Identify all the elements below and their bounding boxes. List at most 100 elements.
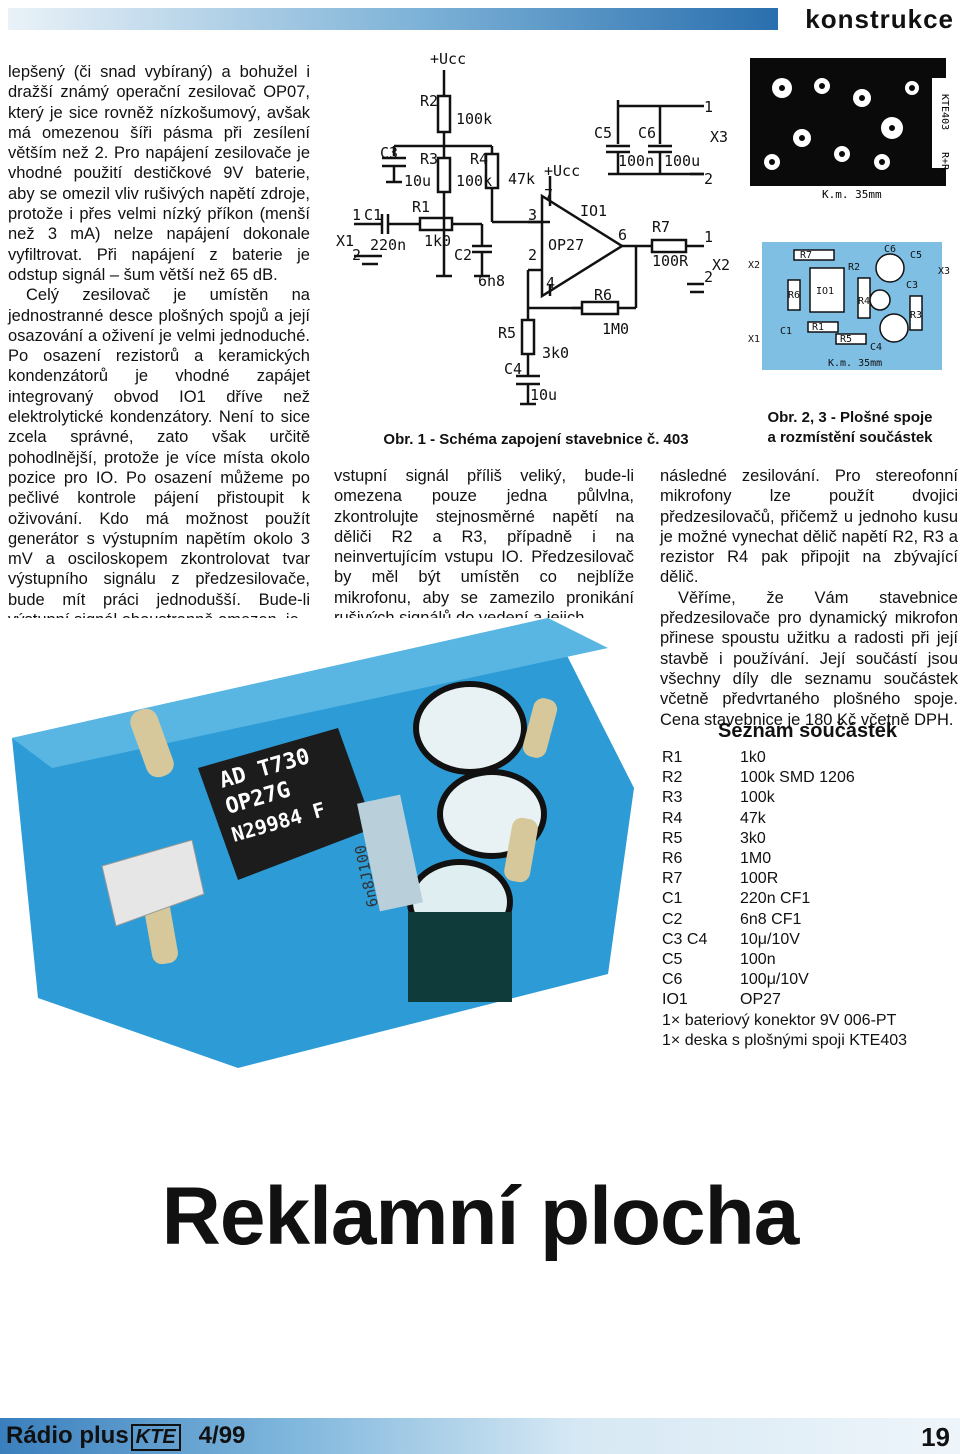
- pcb-label: X2: [748, 260, 760, 271]
- pcb-label: C1: [780, 326, 792, 337]
- header-bar: [8, 8, 778, 30]
- schematic-label: 100k: [456, 110, 492, 128]
- part-value: 100μ/10V: [740, 971, 809, 989]
- pcb-label: KTE403: [939, 94, 950, 130]
- schematic-label: 10u: [530, 386, 557, 404]
- schematic-label: 2: [704, 268, 713, 286]
- schematic-label: X3: [710, 128, 728, 146]
- schematic-label: 3: [528, 206, 537, 224]
- schematic-label: C2: [454, 246, 472, 264]
- kte-logo: KTE: [130, 1424, 181, 1451]
- schematic-label: 2: [352, 246, 361, 264]
- part-value: 10μ/10V: [740, 930, 800, 948]
- part-ref: R4: [662, 809, 683, 827]
- part-value: 1k0: [740, 749, 766, 766]
- pcb-label: R2: [848, 262, 860, 273]
- advert-placeholder: Reklamní plocha: [161, 1171, 800, 1262]
- schematic-label: C4: [504, 360, 522, 378]
- schematic-label: R4: [470, 150, 488, 168]
- schematic-label: OP27: [548, 236, 584, 254]
- schematic-label: X1: [336, 232, 354, 250]
- schematic-label: 6: [618, 226, 627, 244]
- parts-row: R4 47k: [662, 809, 958, 829]
- pcb-label: R1: [812, 322, 824, 333]
- schematic-label: R3: [420, 150, 438, 168]
- part-ref: R7: [662, 870, 683, 888]
- pcb-label: R4: [858, 296, 870, 307]
- part-value: OP27: [740, 991, 781, 1009]
- schematic-label: IO1: [580, 202, 607, 220]
- parts-row: IO1 OP27: [662, 990, 958, 1010]
- part-ref: C5: [662, 951, 683, 969]
- pcb-label: X1: [748, 334, 760, 345]
- schematic-diagram: +Ucc R2 100k C3 R3 R4 10u 100k 47k +Ucc …: [336, 50, 730, 406]
- pcb-label: R3: [910, 310, 922, 321]
- pcb-label: C5: [910, 250, 922, 261]
- page-number: 19: [921, 1422, 950, 1452]
- parts-row: C3 C4 10μ/10V: [662, 930, 958, 950]
- pcb-copper-layout: KTE403 R+R K.m. 35mm: [742, 58, 956, 200]
- schematic-label: 10u: [404, 172, 431, 190]
- schematic-label: +Ucc: [430, 50, 466, 68]
- schematic-label: 220n: [370, 236, 406, 254]
- pcb-label: IO1: [816, 286, 834, 297]
- part-value: 47k: [740, 809, 766, 827]
- schematic-label: 100u: [664, 152, 700, 170]
- part-value: 100n: [740, 951, 776, 969]
- schematic-label: 1M0: [602, 320, 629, 338]
- pcb-component-layout: X2 R7 R2 C6 C5 X3 R6 C3 R4 IO1 R3 X1 C1 …: [748, 242, 950, 370]
- figure-2-3-caption: Obr. 2, 3 - Plošné spoje a rozmístění so…: [740, 408, 960, 448]
- pcb-label: R+R: [939, 152, 950, 171]
- part-value: 3k0: [740, 829, 766, 847]
- schematic-label: 100R: [652, 252, 689, 270]
- parts-extra: 1× bateriový konektor 9V 006-PT: [662, 1011, 897, 1029]
- schematic-label: +Ucc: [544, 162, 580, 180]
- parts-extra: 1× deska s plošnými spoji KTE403: [662, 1031, 908, 1049]
- pcb-label: K.m. 35mm: [822, 188, 882, 200]
- part-ref: C6: [662, 971, 683, 989]
- parts-list-title: Seznam součástek: [718, 720, 897, 742]
- part-ref: C3 C4: [662, 930, 708, 948]
- issue-number: 4/99: [198, 1422, 246, 1449]
- figure-2-3-caption-line-2: a rozmístění součástek: [767, 429, 933, 446]
- schematic-label: 100k: [456, 172, 492, 190]
- magazine-name: Rádio plus: [6, 1422, 129, 1449]
- schematic-label: 100n: [618, 152, 654, 170]
- part-ref: R1: [662, 749, 683, 766]
- schematic-label: 2: [528, 246, 537, 264]
- schematic-label: R1: [412, 198, 430, 216]
- part-ref: R6: [662, 850, 683, 868]
- schematic-label: C6: [638, 124, 656, 142]
- parts-row: C5 100n: [662, 950, 958, 970]
- part-ref: R2: [662, 769, 683, 787]
- parts-row: R1 1k0: [662, 748, 958, 768]
- pcb-label: C3: [906, 280, 918, 291]
- part-ref: C1: [662, 890, 683, 908]
- pcb-label: R6: [788, 290, 800, 301]
- part-ref: IO1: [662, 991, 688, 1009]
- part-ref: C2: [662, 910, 683, 928]
- figure-1-caption: Obr. 1 - Schéma zapojení stavebnice č. 4…: [383, 431, 689, 448]
- right-column: následné zesilování. Pro stereofonní mik…: [660, 466, 958, 730]
- part-value: 100k: [740, 789, 775, 807]
- schematic-label: R6: [594, 286, 612, 304]
- schematic-label: C1: [364, 206, 382, 224]
- part-value: 100k SMD 1206: [740, 769, 855, 787]
- pcb-label: K.m. 35mm: [828, 358, 882, 369]
- figure-2-3-caption-line-1: Obr. 2, 3 - Plošné spoje: [767, 409, 933, 426]
- product-photo: AD T730 OP27G N29984 F 6n8J100: [8, 618, 634, 1068]
- schematic-label: 1: [704, 228, 713, 246]
- schematic-label: 1k0: [424, 232, 451, 250]
- schematic-label: 4: [546, 274, 555, 292]
- pcb-label: X3: [938, 266, 950, 277]
- left-paragraph-1: lepšený (či snad vybíraný) a bohužel i d…: [8, 63, 310, 284]
- pcb-label: C4: [870, 342, 882, 353]
- schematic-label: 1: [352, 206, 361, 224]
- schematic-label: 2: [704, 170, 713, 188]
